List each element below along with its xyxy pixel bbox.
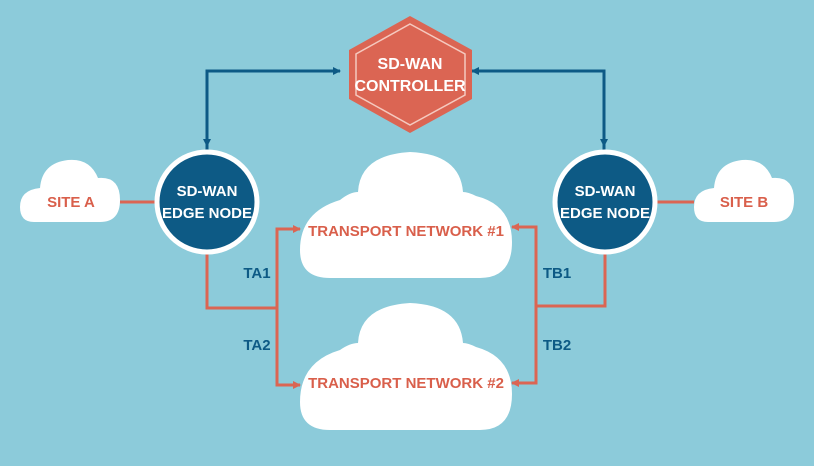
link-label-ta1: TA1: [243, 265, 270, 282]
edge-node-b-circle: [552, 149, 658, 255]
controller-hexagon-inner-border: [355, 23, 466, 126]
transport-network-1[interactable]: TRANSPORT NETWORK #1: [300, 152, 512, 278]
link-tb1: [511, 223, 538, 306]
site-a-cloud[interactable]: SITE A: [20, 159, 120, 222]
link-tb-trunk: [536, 250, 607, 308]
transport-network-2[interactable]: TRANSPORT NETWORK #2: [300, 303, 512, 430]
controller-label-line1: SD-WAN: [378, 56, 443, 73]
link-label-tb1: TB1: [543, 265, 571, 282]
controller-hexagon: [349, 16, 472, 133]
link-ta1: [275, 225, 301, 308]
link-label-tb2: TB2: [543, 337, 571, 354]
edge-a-to-controller-connector: [205, 67, 341, 150]
site-b-cloud[interactable]: SITE B: [694, 159, 794, 222]
link-ta-trunk: [205, 250, 277, 310]
cloud-shape: [300, 303, 512, 430]
edge-node-b[interactable]: SD-WAN EDGE NODE: [552, 149, 658, 255]
transport-network-1-label: TRANSPORT NETWORK #1: [308, 223, 504, 240]
cloud-shape: [694, 159, 794, 222]
site-b-label: SITE B: [720, 194, 769, 211]
site-a-label: SITE A: [47, 194, 95, 211]
link-tb2: [511, 306, 538, 387]
edge-b-to-controller-connector: [471, 67, 606, 150]
cloud-shape: [300, 152, 512, 278]
link-label-ta2: TA2: [243, 337, 270, 354]
edge-node-a-line1: SD-WAN: [177, 183, 238, 200]
controller-label-line2: CONTROLLER: [354, 78, 466, 95]
link-ta2: [275, 308, 301, 389]
transport-network-2-label: TRANSPORT NETWORK #2: [308, 375, 504, 392]
sd-wan-controller[interactable]: SD-WAN CONTROLLER: [349, 16, 472, 133]
edge-node-a-circle: [154, 149, 260, 255]
cloud-shape: [20, 159, 120, 222]
edge-node-a-line2: EDGE NODE: [162, 205, 252, 222]
edge-node-b-line2: EDGE NODE: [560, 205, 650, 222]
edge-node-b-line1: SD-WAN: [575, 183, 636, 200]
edge-node-a[interactable]: SD-WAN EDGE NODE: [154, 149, 260, 255]
